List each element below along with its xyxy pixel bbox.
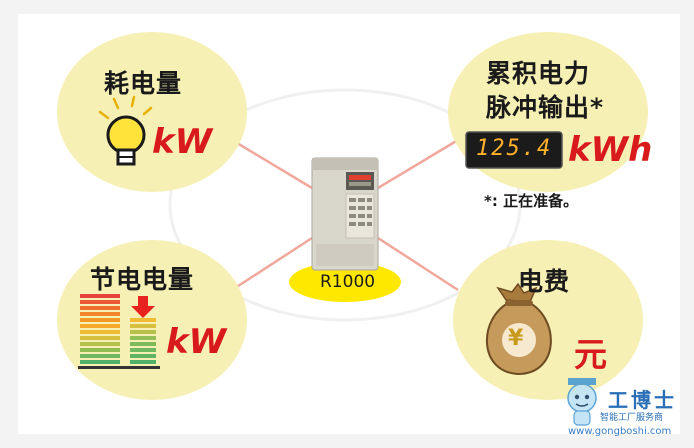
yen-symbol: ¥: [508, 326, 524, 351]
savings-bars-icon: [78, 294, 160, 369]
pulse-output-title-line2: 脉冲输出*: [486, 93, 605, 122]
connector-lines: [231, 138, 459, 292]
watermark-url: www.gongboshi.com: [568, 426, 672, 437]
pulse-output-note: *: 正在准备。: [484, 192, 579, 210]
lcd-value: 125.4: [476, 136, 553, 161]
connector-top-right: [377, 138, 459, 190]
electricity-cost-title: 电费: [518, 267, 571, 296]
energy-saved-unit: kW: [166, 322, 227, 362]
inverter-icon: [311, 157, 379, 271]
down-arrow-shaft: [138, 296, 148, 308]
connector-bottom-right: [377, 236, 459, 292]
light-bulb-icon: [98, 95, 153, 166]
connector-top-left: [231, 138, 313, 190]
background-ring: [168, 88, 522, 322]
pulse-output-unit: kWh: [568, 130, 653, 170]
down-arrow-icon: [131, 306, 155, 318]
device-base: [289, 262, 401, 302]
bubble-power-consumption: [57, 32, 247, 192]
watermark-brand: 工博士: [608, 388, 677, 412]
power-consumption-unit: kW: [152, 122, 213, 162]
watermark-tagline: 智能工厂服务商: [600, 413, 664, 423]
connector-bottom-left: [231, 236, 313, 292]
device-model-label: R1000: [320, 272, 376, 292]
electricity-cost-unit: 元: [574, 335, 607, 374]
pulse-output-title-line1: 累积电力: [486, 59, 591, 88]
mascot-logo-icon: [567, 378, 597, 426]
lcd-display: [465, 131, 563, 169]
money-bag-icon: [486, 282, 552, 376]
energy-saved-title: 节电电量: [90, 265, 195, 294]
power-consumption-title: 耗电量: [104, 69, 183, 98]
